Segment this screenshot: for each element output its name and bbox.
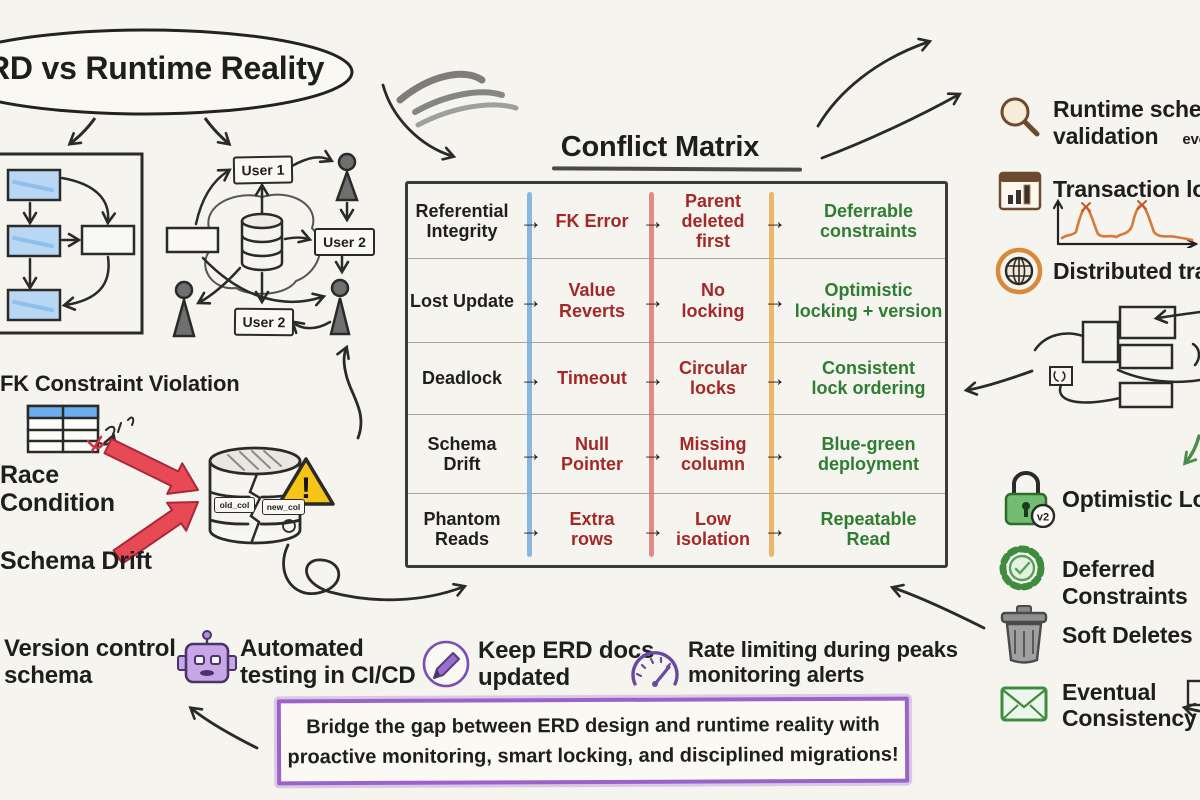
arrow-icon: → (641, 364, 665, 391)
user2-box: User 2 (314, 228, 375, 256)
page-title: ERD vs Runtime Reality (0, 50, 325, 86)
matrix-row-referential-integrity: Referential Integrity → FK Error → Paren… (408, 184, 945, 258)
soft-deletes-label: Soft Deletes (1062, 622, 1193, 648)
user2-duplicate-box: User 2 (233, 307, 295, 337)
runtime-schema-validation-label: Runtime schema validation every (1053, 96, 1200, 150)
cause-cell: Phantom Reads (423, 509, 501, 550)
cause-cell: Lost Update (409, 290, 514, 311)
schema-drift-label: Schema Drift (0, 547, 152, 575)
symptom-cell: Extra rows (569, 509, 615, 550)
root-cause-cell: Missing column (679, 433, 747, 474)
window-chart-icon (998, 170, 1042, 212)
summary-banner: Bridge the gap between ERD design and ru… (276, 696, 910, 786)
matrix-row-schema-drift: Schema Drift → Null Pointer → Missing co… (408, 414, 945, 492)
magnifier-icon (997, 94, 1043, 140)
symptom-cell: Null Pointer (560, 433, 623, 474)
old-col-chip: old_col (214, 497, 255, 513)
arrow-icon: → (763, 364, 787, 391)
arrow-icon: → (519, 440, 543, 467)
arrow-icon: → (519, 364, 543, 391)
validation-note: every (1182, 131, 1200, 148)
arrow-icon: → (519, 287, 543, 314)
arrow-icon: → (763, 440, 787, 467)
root-cause-cell: Low isolation (675, 509, 750, 550)
matrix-row-lost-update: Lost Update → Value Reverts → No locking… (408, 258, 945, 341)
broken-database-icon (208, 446, 302, 545)
arrow-icon: → (763, 287, 787, 314)
robot-icon (176, 630, 238, 692)
fix-cell: Consistent lock ordering (811, 358, 926, 399)
gear-check-icon (996, 542, 1048, 594)
sparkline-chart (1050, 196, 1200, 248)
new-col-chip: new_col (262, 499, 305, 515)
version-control-schema-label: Version control schema (4, 635, 176, 689)
arrow-icon: → (763, 515, 787, 542)
fix-cell: Optimistic locking + version (794, 280, 943, 321)
symptom-cell: Value Reverts (558, 280, 626, 321)
keep-erd-docs-label: Keep ERD docs updated (478, 637, 655, 691)
cause-cell: Deadlock (421, 368, 503, 389)
symptom-cell: Timeout (557, 368, 627, 389)
lock-v2-icon: v2 (998, 466, 1058, 528)
gauge-icon (628, 644, 682, 690)
matrix-row-phantom-reads: Phantom Reads → Extra rows → Low isolati… (408, 492, 945, 565)
fix-cell: Repeatable Read (820, 509, 917, 550)
deferred-constraints-label: Deferred Constraints (1062, 556, 1188, 609)
fk-constraint-violation-label: FK Constraint Violation (0, 371, 240, 396)
cause-cell: Schema Drift (427, 433, 497, 474)
banner-line-1: Bridge the gap between ERD design and ru… (306, 713, 880, 739)
rate-limiting-label: Rate limiting during peaks monitoring al… (688, 637, 958, 687)
banner-line-2: proactive monitoring, smart locking, and… (287, 743, 899, 769)
eventual-consistency-label: Eventual Consistency (1062, 679, 1197, 731)
lock-badge: v2 (1037, 512, 1049, 524)
root-cause-cell: Parent deleted first (681, 190, 745, 252)
trash-icon (998, 604, 1050, 666)
matrix-row-deadlock: Deadlock → Timeout → Circular locks → Co… (408, 341, 945, 414)
column-line-orange (769, 192, 774, 557)
transaction-logs-label: Transaction logs (1053, 176, 1200, 202)
arrow-icon: → (641, 207, 665, 234)
root-cause-cell: Circular locks (678, 358, 748, 399)
conflict-matrix-title: Conflict Matrix (560, 131, 760, 163)
arrow-icon: → (763, 207, 787, 234)
arrow-icon: → (641, 287, 665, 314)
globe-icon (994, 246, 1044, 296)
automated-testing-label: Automated testing in CI/CD (240, 635, 416, 689)
pencil-icon (420, 638, 472, 690)
column-line-red (649, 192, 654, 557)
fix-cell: Deferrable constraints (819, 201, 918, 242)
column-line-blue (527, 192, 532, 557)
user1-box: User 1 (232, 155, 294, 185)
distributed-diagram (1033, 305, 1200, 409)
arrow-icon: → (519, 515, 543, 542)
arrow-icon: → (641, 440, 665, 467)
arrow-icon: → (641, 515, 665, 542)
conflict-matrix-table: Referential Integrity → FK Error → Paren… (405, 181, 948, 568)
optimistic-locking-label: Optimistic Locking (1062, 486, 1200, 512)
fix-cell: Blue-green deployment (817, 433, 919, 474)
root-cause-cell: No locking (681, 280, 745, 321)
title-underline (551, 166, 803, 172)
cause-cell: Referential Integrity (415, 201, 509, 242)
envelope-icon (1000, 684, 1048, 724)
race-condition-label: Race Condition (0, 461, 115, 517)
table-icon (26, 404, 135, 454)
distributed-tracing-label: Distributed tracing (1053, 258, 1200, 284)
symptom-cell: FK Error (555, 211, 629, 232)
arrow-icon: → (519, 207, 543, 234)
erd-mini-diagram (0, 152, 144, 335)
